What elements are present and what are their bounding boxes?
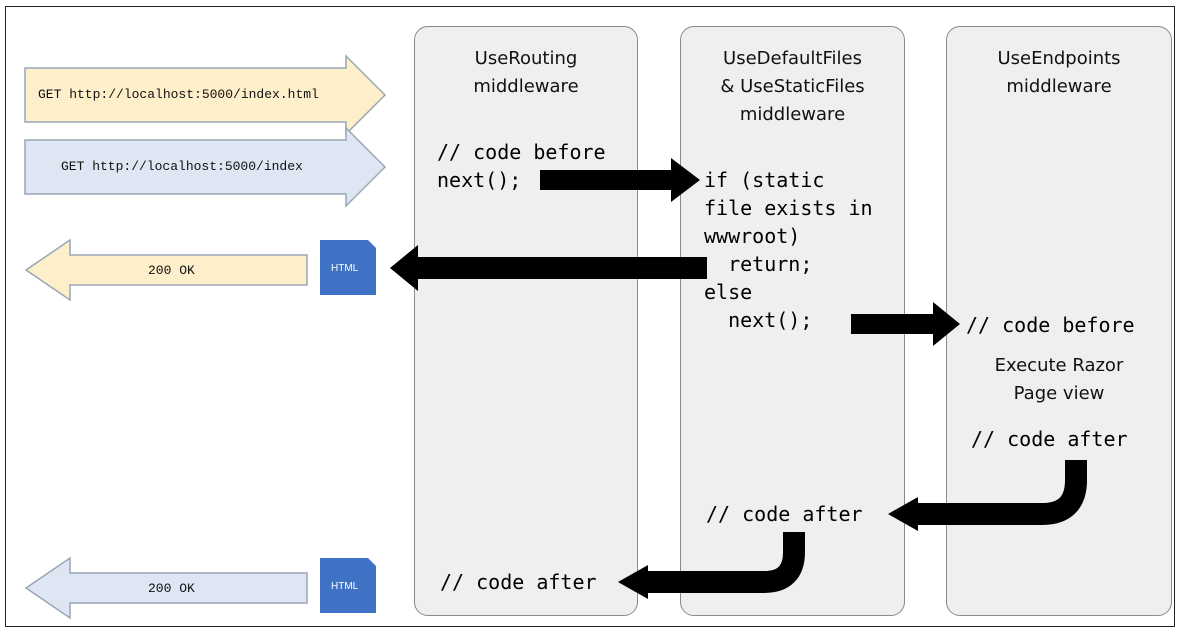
html-doc-label-bottom: HTML bbox=[331, 581, 359, 592]
userouting-title-line1: UseRouting bbox=[474, 48, 578, 69]
static-files-title-line2: & UseStaticFiles bbox=[720, 76, 865, 97]
static-code-after: // code after bbox=[706, 502, 863, 526]
response-top-arrow bbox=[24, 238, 308, 302]
routing-code-before: // code before next(); bbox=[437, 140, 606, 192]
response-top-label: 200 OK bbox=[148, 263, 195, 278]
routing-code-after: // code after bbox=[440, 570, 597, 594]
next-to-static-arrow bbox=[540, 158, 700, 202]
html-doc-label-top: HTML bbox=[331, 263, 359, 274]
static-return-arrow bbox=[640, 532, 805, 593]
userouting-column: UseRouting middleware bbox=[414, 26, 638, 616]
html-request-label: GET http://localhost:5000/index.html bbox=[38, 87, 319, 102]
index-request-arrow bbox=[24, 126, 387, 208]
endpoints-return-arrowhead bbox=[888, 497, 918, 531]
html-request-arrow bbox=[24, 54, 387, 136]
static-files-title-line1: UseDefaultFiles bbox=[723, 48, 862, 69]
endpoints-return-arrow bbox=[910, 460, 1087, 525]
userouting-title-line2: middleware bbox=[473, 76, 579, 97]
html-doc-icon-top bbox=[320, 240, 376, 295]
endpoints-execute-line1: Execute Razor bbox=[994, 355, 1124, 376]
static-return-arrowhead bbox=[618, 565, 648, 599]
diagram-frame bbox=[5, 6, 1175, 627]
useendpoints-title-line1: UseEndpoints bbox=[997, 48, 1121, 69]
next-to-endpoints-arrow bbox=[851, 302, 960, 346]
html-doc-icon-bottom bbox=[320, 558, 376, 613]
index-request-label: GET http://localhost:5000/index bbox=[61, 159, 303, 174]
static-code-if: if (static file exists in wwwroot) retur… bbox=[704, 168, 873, 332]
return-response-arrow bbox=[390, 245, 707, 291]
response-bottom-arrow bbox=[24, 556, 308, 620]
endpoints-execute-line2: Page view bbox=[1013, 383, 1105, 404]
endpoints-code-before: // code before bbox=[966, 313, 1135, 337]
useendpoints-title-line2: middleware bbox=[1006, 76, 1112, 97]
response-bottom-label: 200 OK bbox=[148, 581, 195, 596]
static-files-title-line3: middleware bbox=[739, 104, 846, 125]
endpoints-code-after: // code after bbox=[971, 427, 1128, 451]
